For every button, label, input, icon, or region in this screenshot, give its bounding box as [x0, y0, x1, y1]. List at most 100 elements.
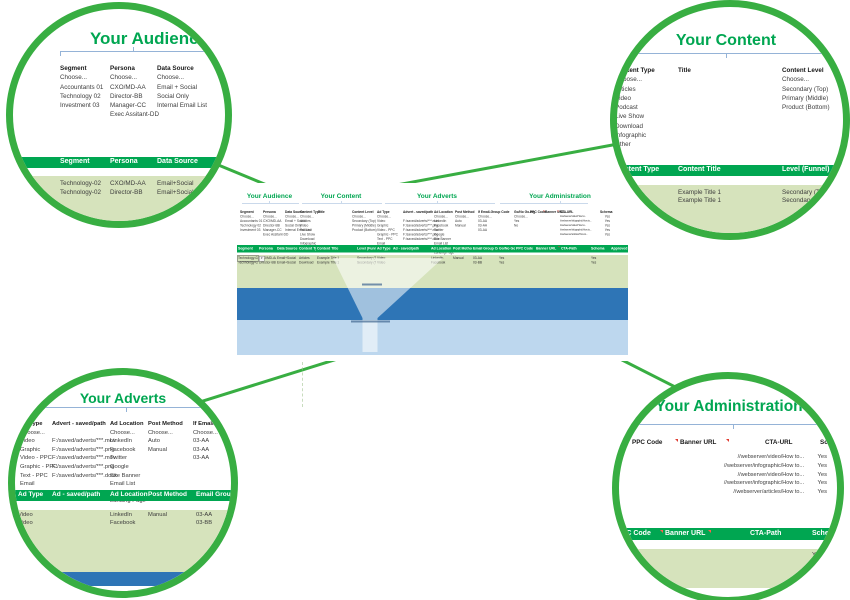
- option: Yes: [817, 471, 827, 478]
- option: Choose...: [60, 74, 87, 82]
- option: Internal Email List: [285, 228, 311, 233]
- option: Google: [110, 463, 129, 470]
- col-header: Content Level: [352, 210, 374, 215]
- option: Video - PPC: [377, 228, 395, 233]
- option: Yes: [604, 224, 610, 228]
- option: Video: [615, 94, 631, 102]
- administration-bracket: [619, 424, 837, 425]
- grid-cell: Approved: [611, 247, 628, 251]
- option: Director-BB: [110, 92, 143, 100]
- grid-cell: Yes: [499, 261, 505, 265]
- col-header: Schema: [600, 210, 613, 215]
- table-header-cell: Ad Location: [110, 491, 148, 498]
- sheet-title-adverts: Your Adverts: [416, 192, 458, 200]
- table-cell: Secondary (Top): [782, 197, 829, 204]
- option: Choose...: [434, 215, 448, 219]
- option: Other: [615, 141, 631, 149]
- grid-cell: Example Title 1: [317, 261, 340, 265]
- grid-cell: Yes: [591, 256, 597, 261]
- col-header: Segment: [60, 65, 87, 72]
- option-list: Choose...Secondary (Top)Primary (Middle)…: [782, 75, 830, 112]
- option: Email: [20, 481, 35, 488]
- content-title: Your Content: [675, 32, 777, 49]
- col-header: Data Source: [157, 65, 194, 72]
- grid-cell: Data Source: [277, 247, 298, 251]
- option: Infographic: [615, 132, 647, 140]
- funnel-stem: [362, 318, 378, 352]
- option: 03-AA: [478, 224, 488, 228]
- admin-col-schema: Schema: [820, 439, 844, 446]
- option: Manager-CC: [110, 102, 147, 110]
- grid-cell: Schema: [591, 247, 605, 251]
- adverts-col-emailgroup: If Email-Group Code Choose...03-AA03-AA0…: [193, 420, 233, 463]
- option: F:/saved/adverts/***.png: [52, 446, 115, 453]
- option-list: //webserver/video/How to... //webserver/i…: [639, 453, 804, 497]
- col-header: Ad Location: [434, 210, 453, 215]
- option: Choose...: [478, 215, 492, 219]
- table-cell: Technology-02: [60, 189, 101, 196]
- bracket-adverts: [385, 203, 495, 204]
- admin-col-ppccode: PPC Code: [632, 439, 663, 446]
- option: Technology 02: [240, 224, 261, 228]
- col-header: Ad Type: [20, 421, 43, 427]
- col-header: Persona: [263, 210, 276, 215]
- option: Landing Page: [434, 251, 455, 255]
- option-list: Choose...Secondary (Top)Primary (Middle)…: [352, 215, 377, 233]
- url-option: //webserver/video/How to...: [737, 471, 804, 478]
- col-header: PPC Code: [530, 210, 546, 215]
- grid-cell: [610, 261, 628, 266]
- option: Choose...: [110, 74, 137, 82]
- option: Yes: [817, 462, 827, 469]
- option: Site Banner: [434, 237, 451, 242]
- option: Choose...: [352, 215, 366, 219]
- magnifier-audience: Your Audience Segment Choose...Accountan…: [6, 2, 232, 228]
- url-option: //webserver/video/How to...: [737, 454, 804, 460]
- bracket-tick: [437, 201, 438, 203]
- table-cell: Email+Social: [157, 180, 194, 187]
- option: Choose...: [455, 215, 469, 219]
- funnel-label-bar: [362, 283, 382, 286]
- option: F:/saved/adverts/***.mov: [52, 455, 116, 462]
- sheet-col-ctaurl: CTA-URL //webserver/video/How to...//web…: [560, 210, 592, 237]
- option: Podcast: [300, 228, 312, 233]
- option: Yes: [514, 219, 520, 224]
- col-header: If Email-Group Code: [193, 421, 233, 427]
- selected-cell-outline: [237, 255, 259, 262]
- url-option: //webserver/video/How to...: [560, 215, 587, 218]
- option: Yes: [604, 219, 610, 224]
- url-option: //webserver/infographic/How to...: [723, 480, 804, 487]
- url-option: //webserver/articles/How to...: [733, 489, 804, 496]
- option: Primary (Middle): [352, 224, 376, 228]
- table-header-cell: Data Source: [157, 158, 198, 165]
- option: Manual: [455, 224, 466, 228]
- col-header: Title: [318, 210, 325, 215]
- option: Live Show: [300, 233, 315, 237]
- bracket-tick: [341, 201, 342, 203]
- sheet-col-bannerurl: Banner URL: [545, 210, 564, 215]
- option: Accountants 01: [60, 83, 104, 91]
- magnifier-administration: Your Administration PPC Code Banner URL …: [612, 372, 844, 600]
- col-header: CTA-URL: [560, 210, 574, 215]
- dropdown-chip: ▾: [259, 256, 265, 262]
- admin-table-body: [619, 549, 837, 588]
- option: Download: [615, 122, 644, 130]
- table-header-cell: Level (Funnel): [782, 166, 830, 173]
- grid-cell: Go/No Go-ing: [499, 247, 515, 251]
- option: Yes: [817, 480, 827, 487]
- option: Articles: [300, 219, 311, 224]
